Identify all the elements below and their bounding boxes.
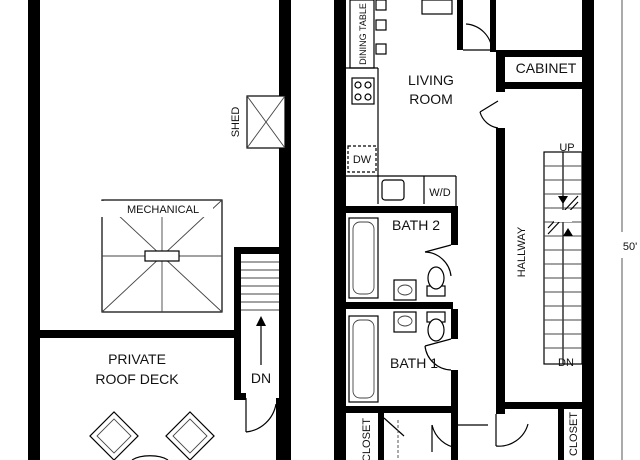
roof-level: SHED MECHANICAL DN [28,0,291,460]
deck-table [131,455,169,460]
bath2-label: BATH 2 [392,217,440,233]
stair-arrow-up-icon [563,228,573,236]
stair-enclosure-left [234,247,241,397]
dining-table-label: DINING TABLE [358,3,368,65]
dimension-line: 50' [621,0,637,460]
main-level: CABINET DINING TABLE DW [334,0,637,460]
bath1-toilet-icon [426,311,446,342]
dn-left-label: DN [251,370,271,386]
dw-label: DW [353,154,372,166]
roof-wall-lower-right [276,398,291,460]
main-wall-right [582,0,594,460]
stair-enclosure-bottom [234,393,246,400]
sofa [421,0,453,15]
roof-deck-divider [28,330,234,338]
shed: SHED [230,95,286,149]
cooktop [351,77,375,105]
bath1-label: BATH 1 [390,355,438,371]
roof-deck-label-line1: PRIVATE [108,351,166,367]
deck-chair-icon [89,411,139,460]
bath2-sink [393,279,417,301]
dishwasher [347,145,377,173]
bath2-toilet-icon [426,266,446,297]
dining-chair-icon [375,43,387,55]
closet-left-label: CLOSET [361,418,373,460]
living-room-label-line1: LIVING [408,72,454,88]
dimension-label: 50' [623,241,637,253]
bathtub [348,217,379,299]
roof-wall-right [279,0,291,460]
hallway-wall [496,128,505,414]
stair-arrow-up-icon [256,316,266,326]
stair-arrow-down-icon [558,196,568,204]
dn-right-label: DN [558,357,574,369]
closet-right-label: CLOSET [568,412,580,456]
stair-enclosure-top [234,247,284,254]
dining-chair-icon [375,0,387,11]
roof-wall-left [28,0,40,460]
hallway-label: HALLWAY [516,226,528,277]
kitchen-counter: DW W/D [346,67,457,210]
roof-deck-label-line2: ROOF DECK [95,371,179,387]
mechanical-label: MECHANICAL [127,204,199,216]
roof-stairs: DN [241,261,279,386]
main-stairs: UP DN [543,142,583,369]
roof-door [245,398,277,433]
shed-label: SHED [230,107,242,138]
deck-chair-icon [165,411,215,460]
bath1-sink [393,311,417,333]
sink [381,179,405,201]
up-label: UP [559,142,574,154]
living-room-label-line2: ROOM [409,91,453,107]
dining-table: DINING TABLE [349,0,387,69]
mechanical-unit: MECHANICAL [88,199,223,313]
bathtub [348,315,379,403]
dining-chair-icon [375,19,387,31]
wd-label: W/D [429,187,450,199]
cabinet-label: CABINET [516,60,577,76]
